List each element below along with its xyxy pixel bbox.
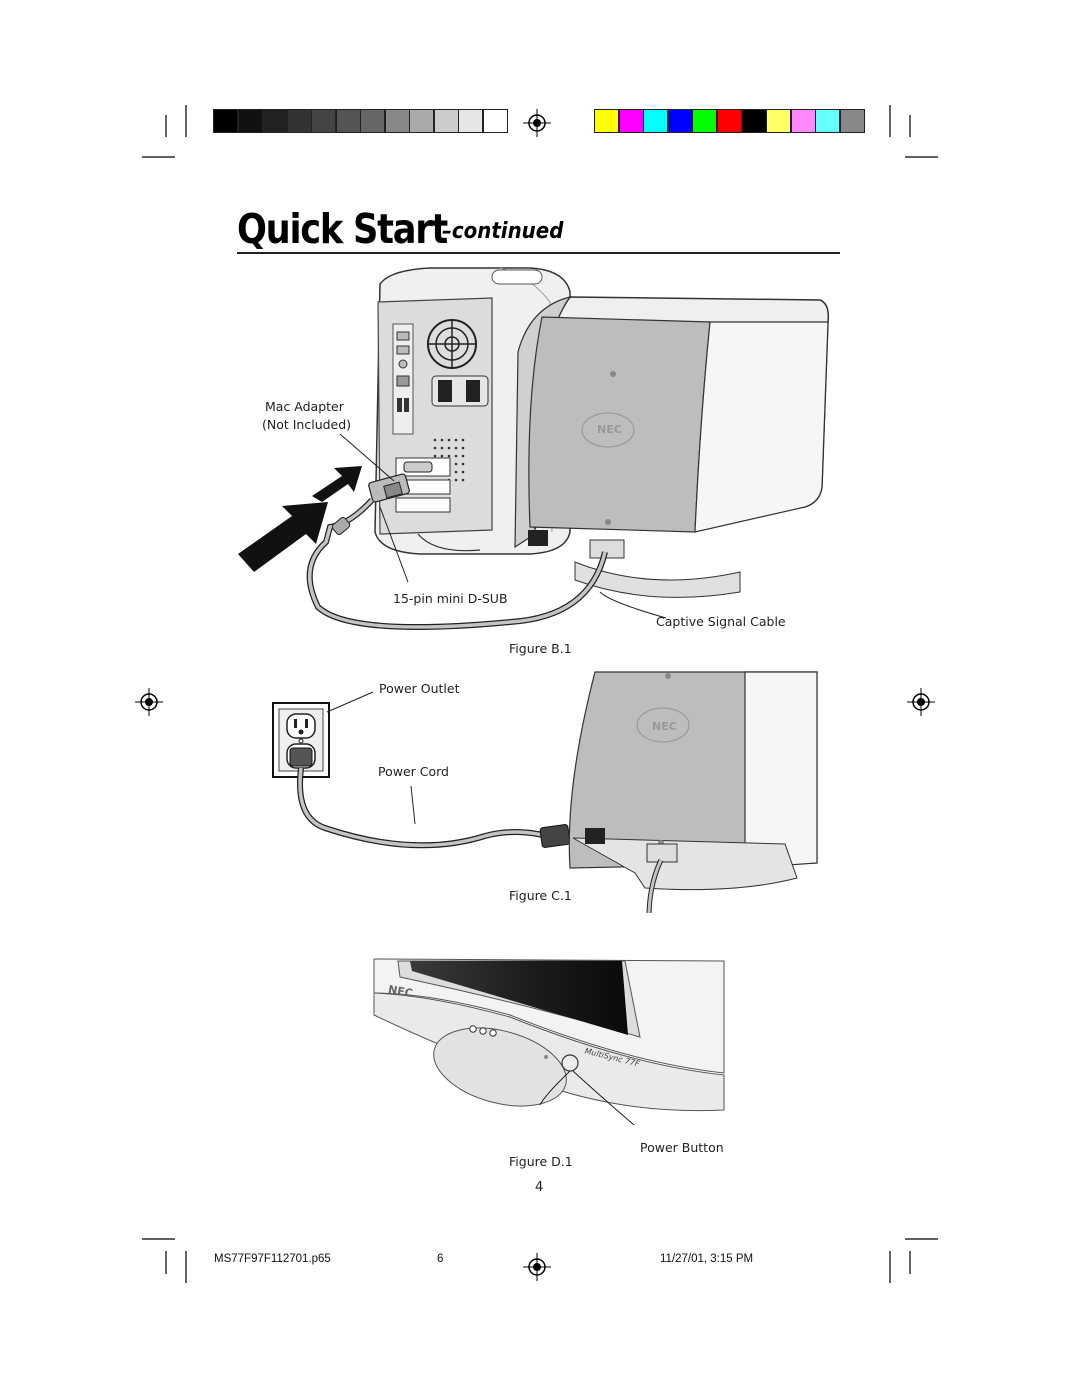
insert-arrow-icon (238, 466, 362, 572)
monitor-back-icon (514, 296, 830, 598)
page-title-suffix: –continued (442, 219, 564, 244)
gray-swatch (433, 109, 459, 133)
gray-swatch (237, 109, 263, 133)
color-swatch (618, 109, 644, 133)
color-swatch (692, 109, 718, 133)
color-swatch (667, 109, 693, 133)
figure-b-caption: Figure B.1 (509, 641, 572, 656)
brand-logo-b: NEC (597, 423, 622, 436)
page-title: Quick Start (237, 205, 448, 253)
color-swatch (790, 109, 816, 133)
registration-target-left (135, 688, 163, 716)
monitor-back-icon (568, 671, 818, 891)
figure-c-caption: Figure C.1 (509, 888, 572, 903)
registration-target-top (523, 109, 551, 137)
power-outlet-icon (272, 702, 330, 778)
figure-c1-illustration (272, 671, 818, 913)
page-number: 4 (535, 1180, 544, 1195)
figure-d-caption: Figure D.1 (509, 1154, 573, 1169)
brand-logo-c: NEC (652, 720, 677, 733)
color-swatch (815, 109, 841, 133)
label-mac-adapter-note: (Not Included) (262, 417, 352, 432)
figure-d1-illustration (373, 958, 725, 1125)
color-swatch (766, 109, 792, 133)
color-swatch (741, 109, 767, 133)
registration-target-right (907, 688, 935, 716)
mac-adapter-icon (368, 473, 410, 503)
gray-swatch (335, 109, 361, 133)
figure-b1-illustration (238, 267, 830, 630)
gray-swatch (311, 109, 336, 133)
registration-target-bottom (523, 1253, 551, 1281)
color-swatch (643, 109, 669, 133)
label-connector: 15-pin mini D-SUB (393, 591, 508, 606)
footer-timestamp: 11/27/01, 3:15 PM (660, 1253, 754, 1265)
label-power-outlet: Power Outlet (379, 681, 460, 696)
gray-swatch (213, 109, 238, 133)
gray-swatch (384, 109, 410, 133)
label-power-button: Power Button (640, 1140, 724, 1155)
label-captive-cable: Captive Signal Cable (656, 614, 786, 629)
gray-swatch (409, 109, 434, 133)
title-rule (237, 252, 840, 254)
gray-swatch (286, 109, 312, 133)
color-swatch (594, 109, 619, 133)
gray-swatch (458, 109, 483, 133)
footer-filename: MS77F97F112701.p65 (214, 1253, 331, 1265)
footer-sheet: 6 (437, 1253, 444, 1265)
color-swatch (840, 109, 865, 133)
gray-swatch (262, 109, 287, 133)
gray-swatch (482, 109, 508, 133)
monitor-front-icon (373, 958, 725, 1112)
gray-swatch (360, 109, 385, 133)
color-swatch (717, 109, 742, 133)
label-power-cord: Power Cord (378, 764, 449, 779)
label-mac-adapter: Mac Adapter (265, 399, 344, 414)
